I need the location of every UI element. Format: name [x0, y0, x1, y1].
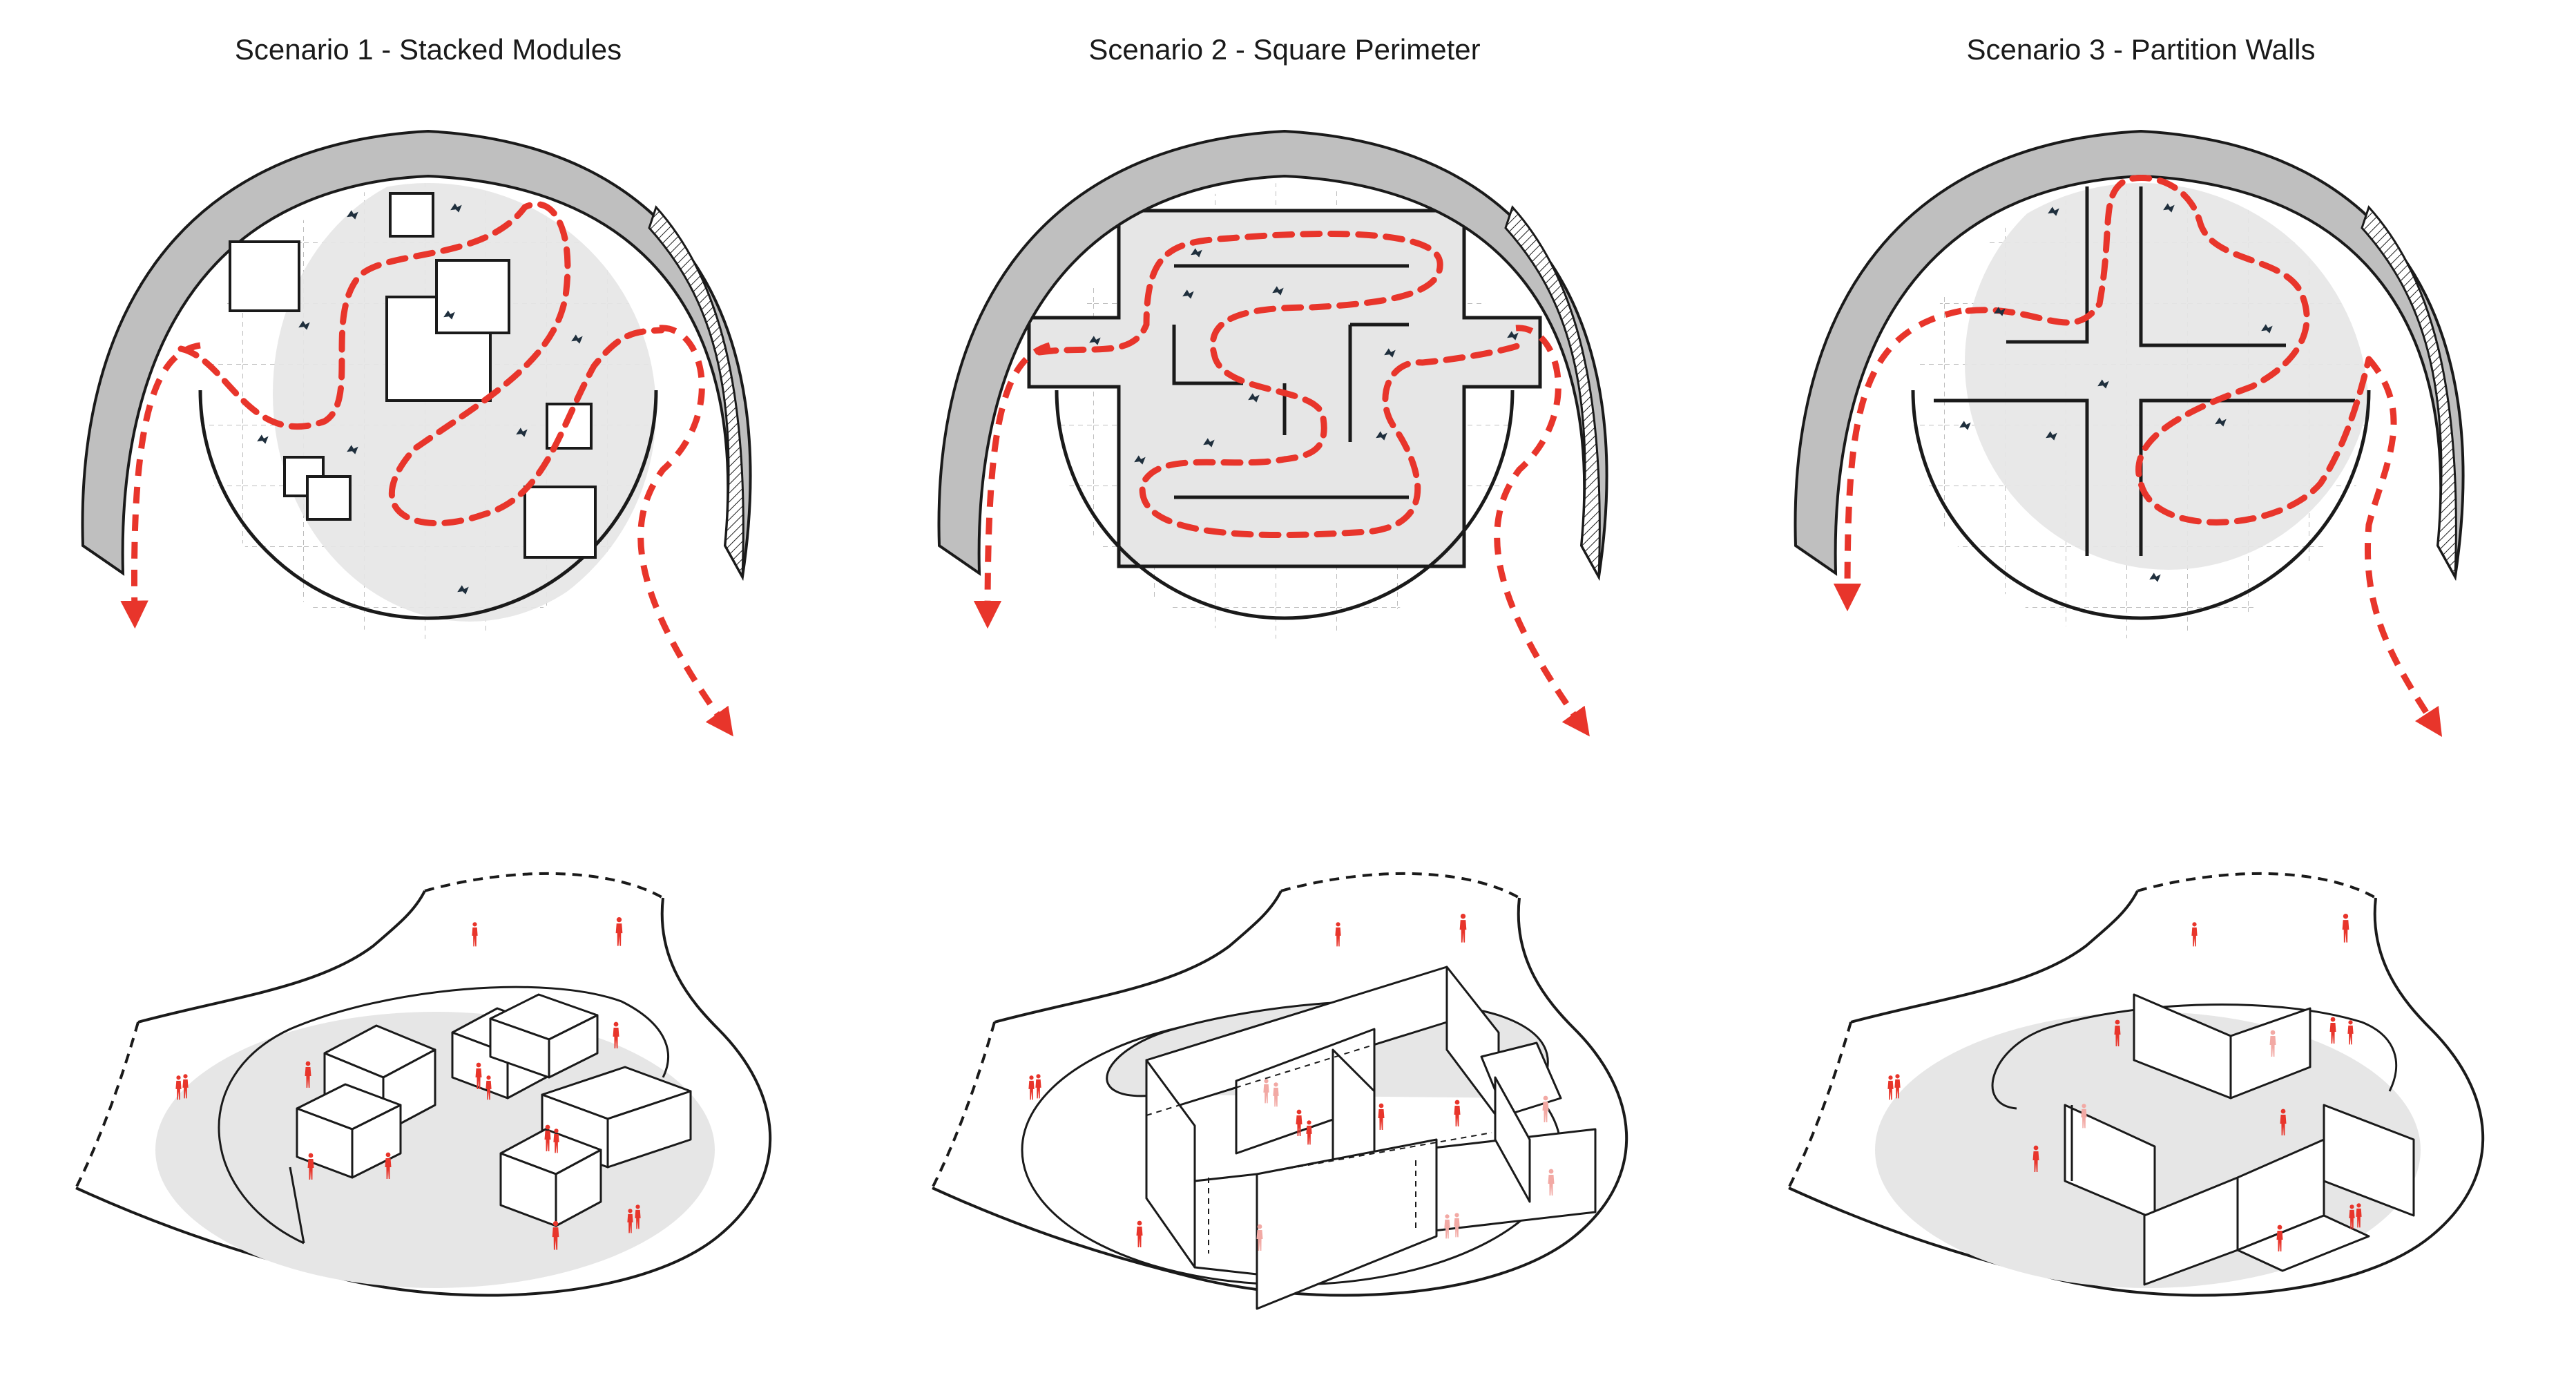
shell-wall-hatch	[648, 205, 744, 581]
scenario-1-plan	[81, 129, 752, 737]
axo-outline	[932, 897, 1628, 1297]
axo-inner-wall	[218, 986, 669, 1245]
partition-wall	[1934, 399, 2089, 556]
module-box	[306, 475, 352, 521]
scenario-1-title: Scenario 1 - Stacked Modules	[235, 33, 622, 66]
interior-wall	[1172, 325, 1243, 385]
axo-opening-top	[424, 872, 664, 899]
scenario-2-plan	[937, 129, 1608, 737]
scenario-2-title: Scenario 2 - Square Perimeter	[1088, 33, 1480, 66]
exit-arrow-left	[973, 342, 1051, 629]
gallery-boundary	[198, 390, 658, 620]
floor-area	[1965, 183, 2369, 570]
partition-wall-edge	[2236, 1214, 2370, 1272]
exit-arrow-right	[1494, 325, 1590, 737]
hidden-edges	[1146, 1021, 1492, 1254]
exit-arrow-left	[1833, 307, 1962, 612]
scenario-1-axonometric	[75, 872, 771, 1297]
module-box	[435, 259, 510, 334]
axo-inner-wall	[1991, 1004, 2398, 1110]
axo-opening-left	[1787, 1021, 1852, 1189]
scenario-3-axonometric	[1787, 872, 2484, 1297]
interior-walls	[1172, 264, 1409, 499]
module-box	[229, 240, 300, 312]
module-block	[489, 993, 599, 1079]
exit-arrow-right	[637, 325, 733, 737]
axo-outline	[75, 897, 771, 1297]
visitor-route	[177, 201, 665, 526]
shell-wall-hatch	[1504, 205, 1601, 581]
scenario-3-title: Scenario 3 - Partition Walls	[1967, 33, 2316, 66]
visitor-route	[1965, 175, 2372, 526]
partition-walls	[2064, 993, 2415, 1286]
axo-opening-left	[931, 1021, 996, 1189]
partition-wall	[2139, 399, 2355, 556]
partition-wall	[2229, 1007, 2311, 1100]
scenario-2-axonometric	[931, 872, 1628, 1310]
partition-wall	[2006, 186, 2089, 344]
axo-outline	[137, 890, 426, 1024]
visitor-route	[1036, 230, 1523, 538]
axo-floor	[155, 1012, 715, 1288]
front-wall	[1256, 1138, 1438, 1310]
module-block	[499, 1128, 602, 1227]
partition-wall	[2139, 186, 2286, 347]
scenario-3-plan	[1794, 129, 2465, 737]
shell-wall-hatch	[2361, 205, 2457, 581]
side-wall	[1494, 1076, 1531, 1203]
front-wall	[1193, 1173, 1258, 1276]
module-box	[523, 486, 597, 559]
axo-opening-top	[2137, 872, 2376, 899]
module-boxes	[229, 192, 597, 559]
axo-opening-top	[1280, 872, 1520, 899]
module-box	[389, 192, 434, 238]
axo-outline	[1850, 890, 2139, 1024]
exit-arrow-left	[120, 342, 201, 629]
perimeter-walls	[1145, 966, 1597, 1310]
axo-inner-wall	[289, 1166, 305, 1244]
axo-outline	[994, 890, 1282, 1024]
gallery-boundary	[1055, 390, 1515, 620]
gallery-boundary	[1911, 390, 2371, 620]
exit-arrow-right	[2364, 357, 2443, 737]
axo-opening-left	[75, 1021, 140, 1189]
partition-walls	[1934, 186, 2355, 556]
axo-outline	[1788, 897, 2484, 1297]
stacked-modules	[296, 993, 692, 1227]
